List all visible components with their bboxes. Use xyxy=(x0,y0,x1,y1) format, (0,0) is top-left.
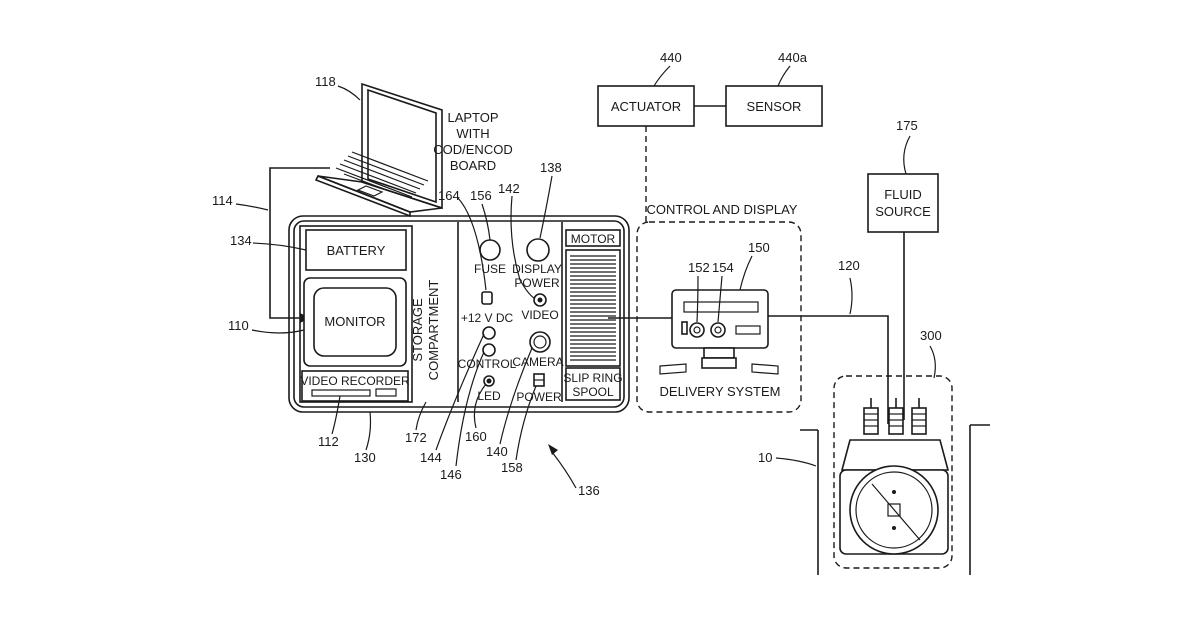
knob-152 xyxy=(690,323,704,337)
ref-150: 150 xyxy=(748,240,770,255)
label-spool: SPOOL xyxy=(572,385,614,399)
fluid-source-box xyxy=(868,174,938,232)
label-actuator: ACTUATOR xyxy=(611,99,681,114)
camera-connector xyxy=(530,332,550,352)
nozzles xyxy=(864,398,926,434)
label-delivery-system: DELIVERY SYSTEM xyxy=(660,384,781,399)
ref-140: 140 xyxy=(486,444,508,459)
label-codencod: COD/ENCOD xyxy=(433,142,512,157)
label-fuse: FUSE xyxy=(474,262,506,276)
ref-110: 110 xyxy=(228,318,249,333)
ref-300: 300 xyxy=(920,328,942,343)
label-display: DISPLAY xyxy=(512,262,562,276)
ref-156: 156 xyxy=(470,188,492,203)
ref-142: 142 xyxy=(498,181,520,196)
label-control: CONTROL xyxy=(458,357,517,371)
fuse-circle xyxy=(480,240,500,260)
label-video: VIDEO xyxy=(521,308,558,322)
ref-120: 120 xyxy=(838,258,860,273)
label-with: WITH xyxy=(456,126,489,141)
label-fluid: FLUID xyxy=(884,187,922,202)
label-monitor: MONITOR xyxy=(324,314,385,329)
label-battery: BATTERY xyxy=(327,243,386,258)
ref-112: 112 xyxy=(318,434,339,449)
ref-160: 160 xyxy=(465,429,487,444)
control-led-2 xyxy=(483,344,495,356)
ref-172: 172 xyxy=(405,430,427,445)
label-power-switch: POWER xyxy=(516,390,562,404)
ref-158: 158 xyxy=(501,460,523,475)
leader-118 xyxy=(338,86,360,100)
ref-144: 144 xyxy=(420,450,442,465)
label-laptop: LAPTOP xyxy=(447,110,498,125)
ref-10: 10 xyxy=(758,450,772,465)
ref-130: 130 xyxy=(354,450,376,465)
ref-146: 146 xyxy=(440,467,462,482)
label-motor: MOTOR xyxy=(571,232,616,246)
ref-114: 114 xyxy=(212,193,233,208)
ref-175: 175 xyxy=(896,118,918,133)
ref-136: 136 xyxy=(578,483,600,498)
ref-154: 154 xyxy=(712,260,734,275)
label-source: SOURCE xyxy=(875,204,931,219)
label-camera: CAMERA xyxy=(512,355,563,369)
display-power-circle xyxy=(527,239,549,261)
label-board: BOARD xyxy=(450,158,496,173)
label-sensor: SENSOR xyxy=(747,99,802,114)
spool-windings xyxy=(570,256,616,360)
label-slip-ring: SLIP RING xyxy=(563,371,622,385)
ref-440a: 440a xyxy=(778,50,808,65)
label-compartment: COMPARTMENT xyxy=(426,280,441,381)
ref-134: 134 xyxy=(230,233,252,248)
knob-154 xyxy=(711,323,725,337)
label-storage: STORAGE xyxy=(410,298,425,362)
ref-164: 164 xyxy=(438,188,460,203)
control-led-1 xyxy=(483,327,495,339)
label-control-display: CONTROL AND DISPLAY xyxy=(647,202,798,217)
dc-plug-icon xyxy=(482,292,492,304)
ref-138: 138 xyxy=(540,160,562,175)
delivery-stand xyxy=(704,348,734,358)
ref-152: 152 xyxy=(688,260,710,275)
laptop xyxy=(316,84,442,216)
label-video-recorder: VIDEO RECORDER xyxy=(300,374,410,388)
ref-118: 118 xyxy=(315,74,336,89)
ref-440: 440 xyxy=(660,50,682,65)
label-12v: +12 V DC xyxy=(461,311,514,325)
